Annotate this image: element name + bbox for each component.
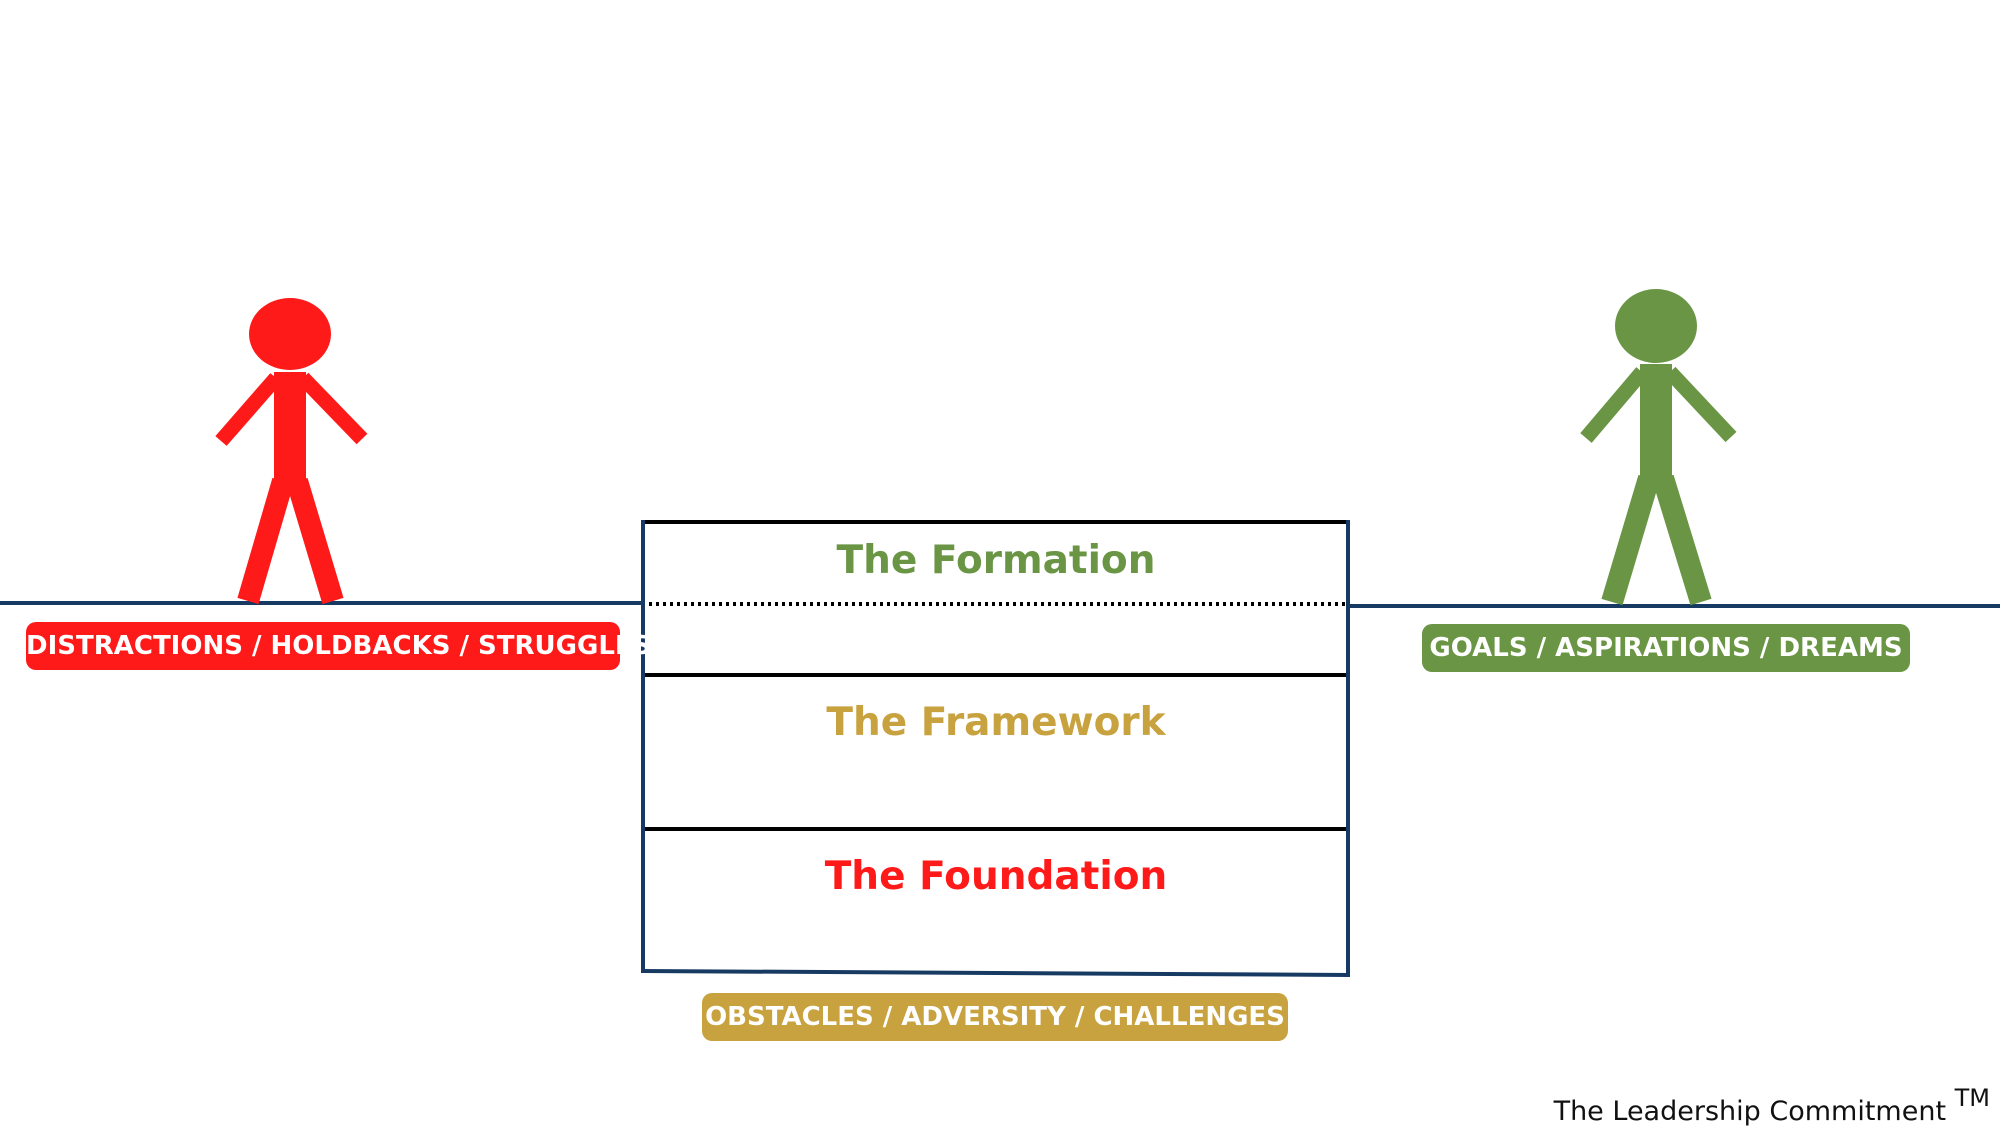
distractions-label: DISTRACTIONS / HOLDBACKS / STRUGGLES xyxy=(26,622,651,670)
brand-trademark: The Leadership Commitment TM xyxy=(1553,1084,1990,1127)
framework-title: The Framework xyxy=(826,700,1166,745)
bridge-box xyxy=(640,520,1351,977)
trademark-symbol: TM xyxy=(1954,1084,1990,1112)
foundation-title: The Foundation xyxy=(824,854,1168,899)
red-stick-figure-icon xyxy=(215,298,368,605)
green-stick-figure-icon xyxy=(1580,289,1737,606)
formation-title: The Formation xyxy=(836,538,1156,583)
bridge-bottom-border xyxy=(640,969,1351,977)
goals-label: GOALS / ASPIRATIONS / DREAMS xyxy=(1422,624,1910,672)
brand-name: The Leadership Commitment xyxy=(1553,1096,1947,1127)
obstacles-label: OBSTACLES / ADVERSITY / CHALLENGES xyxy=(702,993,1288,1041)
